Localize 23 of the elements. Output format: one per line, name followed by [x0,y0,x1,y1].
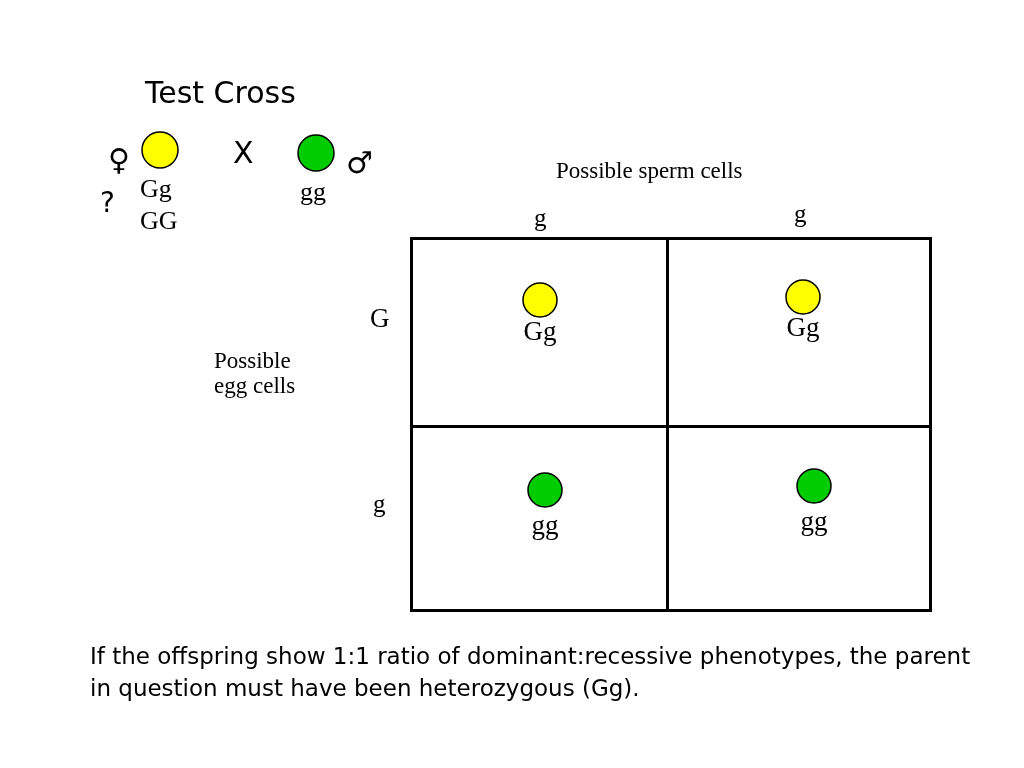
allele-label: g [794,200,807,228]
genotype-text: gg [530,511,560,541]
genotype-text: Gg [140,175,172,204]
genotype-text: Gg [522,317,558,347]
genotype-text: GG [140,207,178,236]
cross-sign: X [233,136,254,169]
punnett-square-cell [666,425,932,612]
punnett-square-cell [410,425,669,612]
axis-heading: Possible sperm cells [556,158,743,184]
allele-label: g [534,204,547,232]
genotype-text: gg [799,507,829,537]
genotype-text: Gg [785,313,821,343]
allele-label: g [373,490,386,518]
genotype-text: gg [300,178,326,207]
question-mark: ? [100,188,115,219]
female-symbol: ♀ [108,143,130,176]
caption: If the offspring show 1:1 ratio of dominant:recessive phenotypes, the parent in question must have been heterozygous (Gg). [90,642,972,704]
male-symbol: ♂ [346,146,373,179]
allele-label: G [370,304,390,334]
axis-heading: Possible egg cells [214,348,297,399]
punnett-square-cell [666,237,932,428]
title: Test Cross [145,76,296,109]
punnett-square-cell [410,237,669,428]
